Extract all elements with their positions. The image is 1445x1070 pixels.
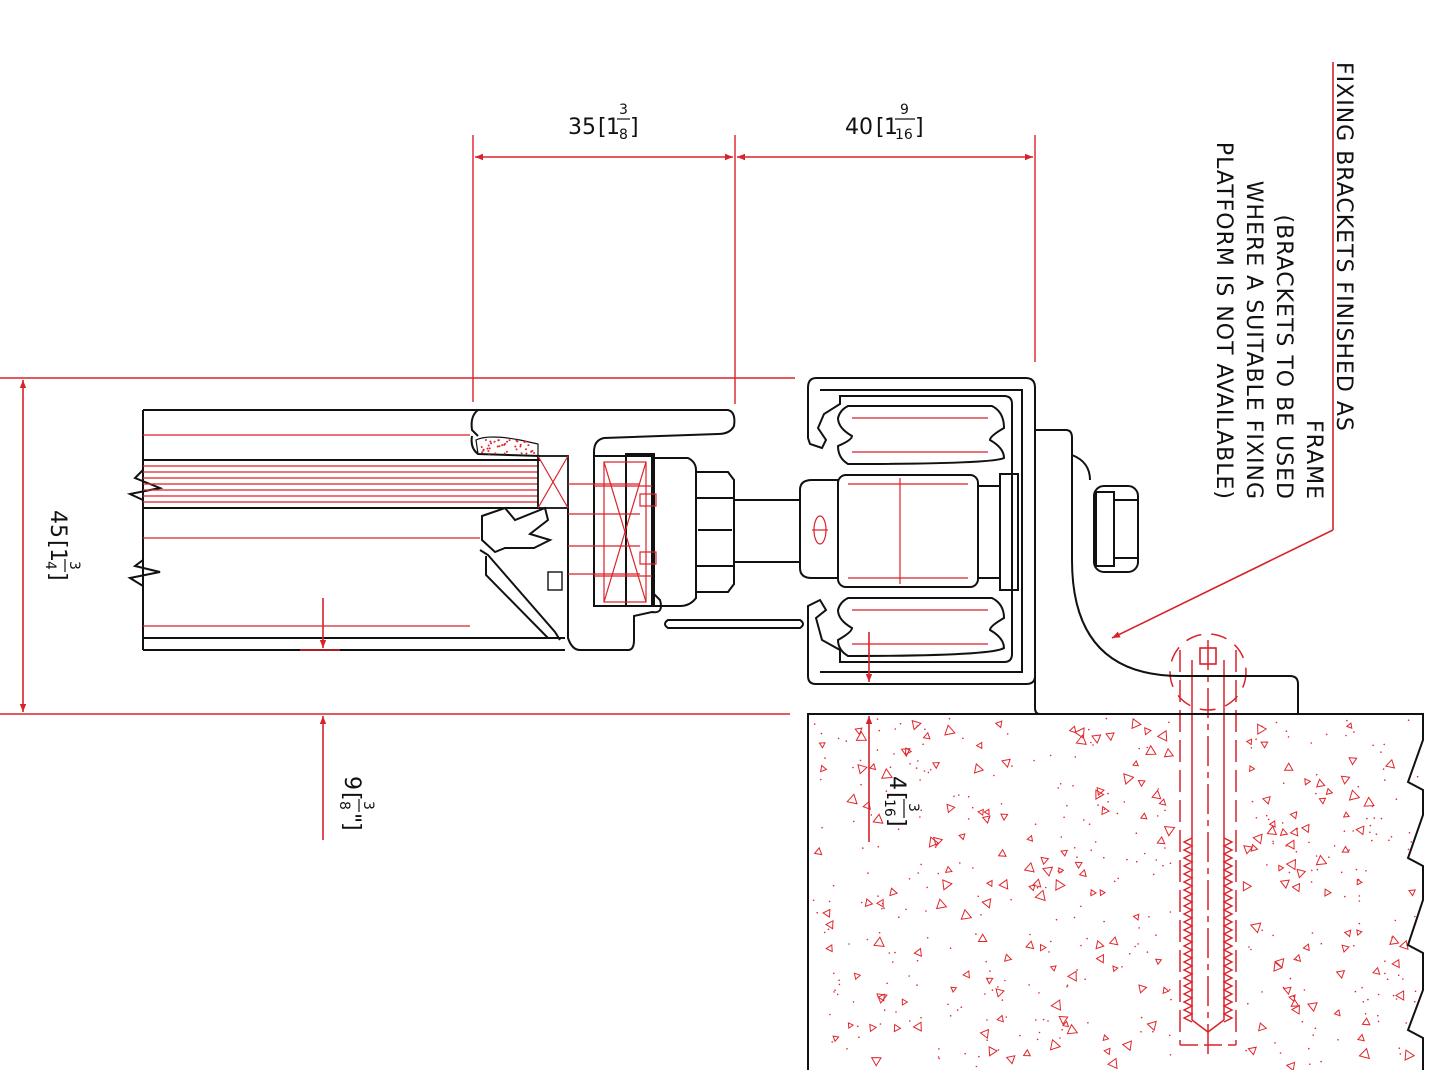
dimension-9: 9 [ 3 8 " ] <box>336 776 376 831</box>
track-profile <box>664 377 1036 685</box>
dim-35-num: 3 <box>619 102 628 118</box>
note-line-4: WHERE A SUITABLE FIXING <box>1241 181 1266 500</box>
dim-45-den: 4 <box>42 561 58 570</box>
svg-text:[: [ <box>884 792 909 801</box>
svg-text:[: [ <box>876 115 885 140</box>
svg-text:[: [ <box>45 540 70 549</box>
dimension-lines <box>19 62 1334 842</box>
seal-foam <box>480 439 536 455</box>
svg-text:]: ] <box>915 115 924 140</box>
dim-40-num: 9 <box>900 102 909 118</box>
svg-text:[: [ <box>598 115 607 140</box>
svg-text:[: [ <box>339 792 364 801</box>
dim-9-value: 9 <box>339 776 364 790</box>
dim-35-value: 35 <box>568 115 596 140</box>
dim-40-whole: 1 <box>884 115 898 140</box>
note-line-1: FIXING BRACKETS FINISHED AS <box>1331 62 1356 432</box>
svg-text:]: ] <box>884 818 909 827</box>
roller-detail-lines <box>568 461 968 603</box>
dimension-45: 45 [ 1 3 4 ] <box>42 510 82 581</box>
wheel-detail-lines <box>852 417 988 645</box>
dim-4-num: 3 <box>905 803 921 812</box>
dim-9-unit: " <box>339 813 364 823</box>
dim-4-value: 4 <box>884 776 909 790</box>
sash-profile <box>470 409 736 651</box>
note-line-2: FRAME <box>1301 420 1326 500</box>
fixing-bracket-note: FIXING BRACKETS FINISHED AS FRAME (BRACK… <box>1211 62 1356 500</box>
concrete-hatch <box>812 717 1419 1070</box>
dim-35-whole: 1 <box>606 115 620 140</box>
extension-lines <box>0 135 1036 715</box>
dim-45-num: 3 <box>66 561 82 570</box>
note-line-3: (BRACKETS TO BE USED <box>1271 215 1296 500</box>
concrete-substrate <box>807 713 1424 1070</box>
dim-45-whole: 1 <box>45 548 70 562</box>
dim-35-den: 8 <box>619 127 628 143</box>
dim-40-value: 40 <box>845 115 873 140</box>
roller-carriage <box>593 453 1019 607</box>
svg-text:]: ] <box>45 572 70 581</box>
dim-4-den: 16 <box>881 799 897 817</box>
dimension-4: 4 [ 3 16 ] <box>881 776 921 827</box>
note-line-5: PLATFORM IS NOT AVAILABLE) <box>1211 142 1236 500</box>
glazing-unit <box>126 409 565 651</box>
dim-45-value: 45 <box>45 510 70 538</box>
svg-text:]: ] <box>339 822 364 831</box>
dimension-40: 40 [ 1 9 16 ] <box>845 102 924 143</box>
glazing-laminate-lines <box>143 434 538 627</box>
fixing-bracket <box>1034 429 1299 715</box>
svg-text:]: ] <box>630 115 639 140</box>
dim-40-den: 16 <box>895 127 913 143</box>
dimension-35: 35 [ 1 3 8 ] <box>568 102 639 143</box>
dim-9-den: 8 <box>336 801 352 810</box>
dim-9-num: 3 <box>360 801 376 810</box>
anchor-screw <box>1169 633 1247 1060</box>
